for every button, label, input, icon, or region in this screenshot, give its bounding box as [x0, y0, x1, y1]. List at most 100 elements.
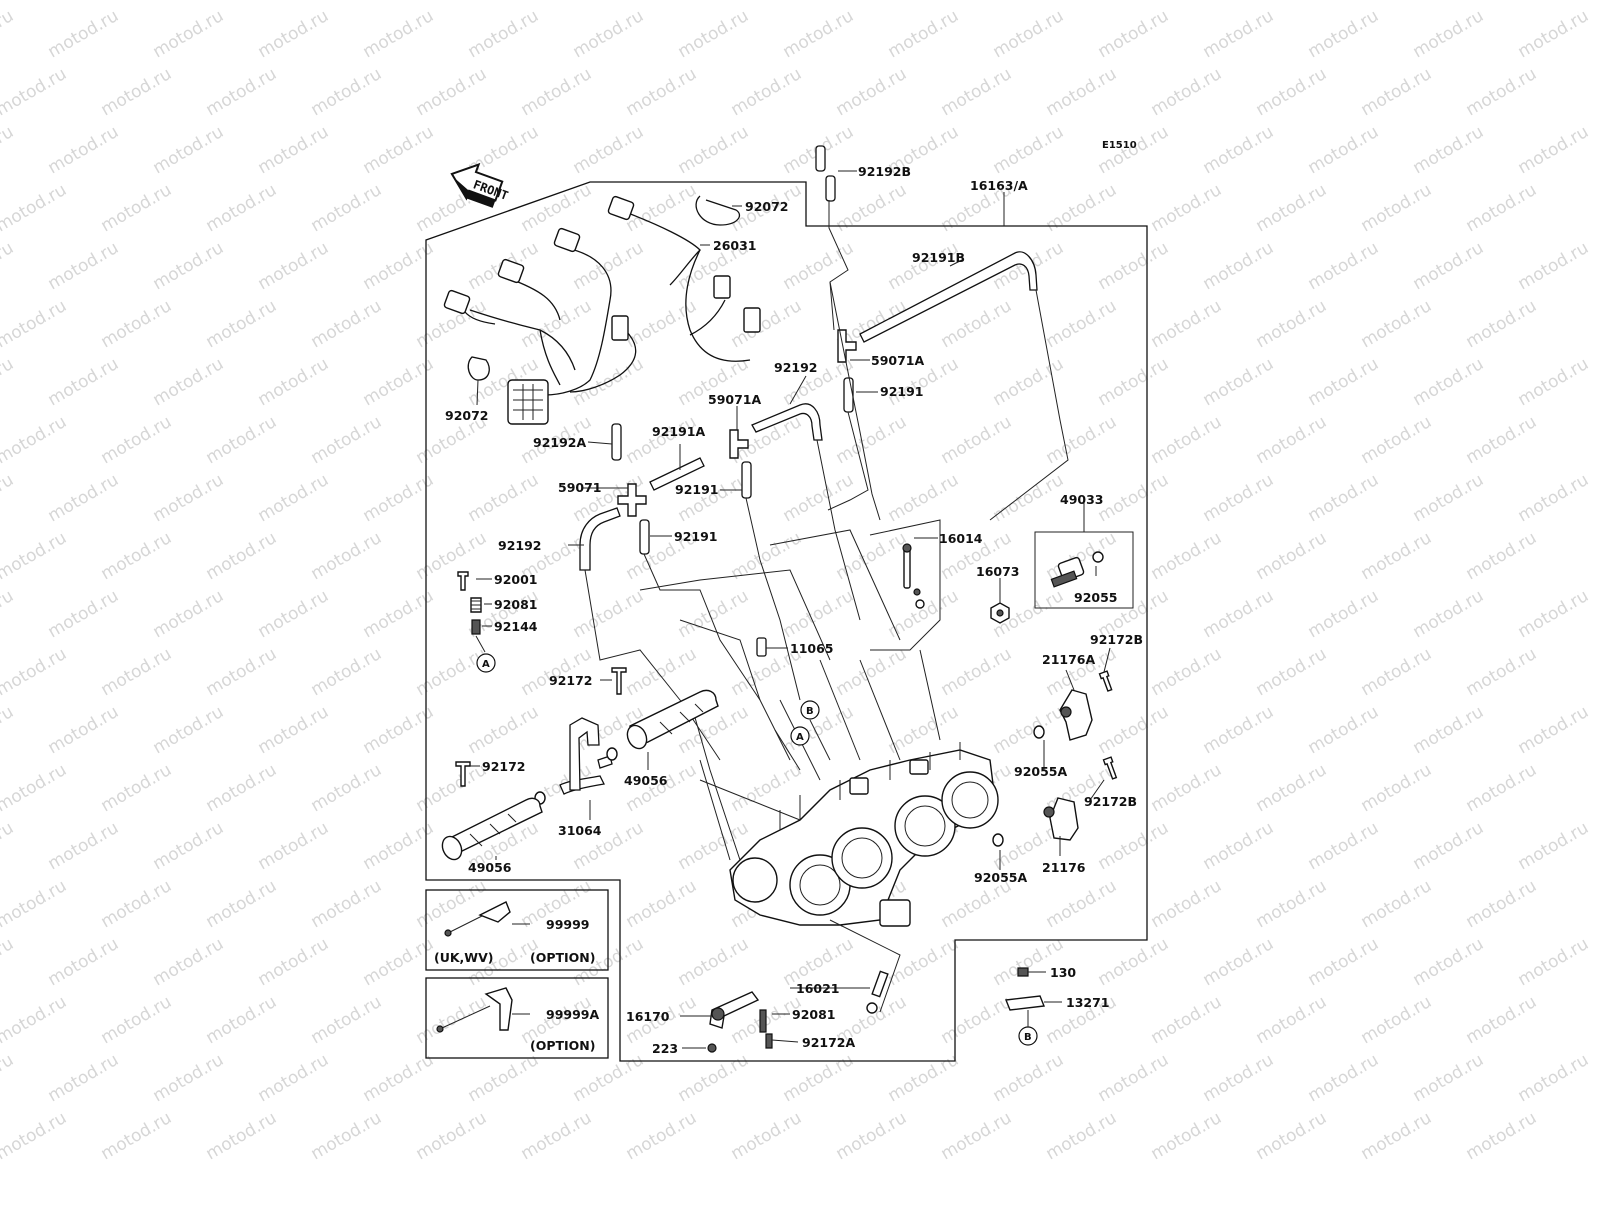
watermark: motod.ru [1410, 934, 1488, 990]
label-49056-low: 49056 [468, 860, 512, 875]
watermark: motod.ru [1515, 122, 1593, 178]
watermark: motod.ru [98, 760, 176, 816]
watermark: motod.ru [413, 528, 491, 584]
watermark: motod.ru [1410, 702, 1488, 758]
watermark: motod.ru [1358, 180, 1436, 236]
watermark: motod.ru [1200, 354, 1278, 410]
watermark: motod.ru [1463, 296, 1541, 352]
watermark: motod.ru [98, 992, 176, 1048]
watermark: motod.ru [98, 64, 176, 120]
watermark: motod.ru [1253, 1108, 1331, 1164]
watermark: motod.ru [413, 64, 491, 120]
watermark: motod.ru [150, 238, 228, 294]
watermark: motod.ru [1043, 528, 1121, 584]
clamp-92072-top [695, 195, 741, 226]
wiring-harness [443, 195, 761, 425]
watermark: motod.ru [98, 528, 176, 584]
watermark: motod.ru [1200, 6, 1278, 62]
watermark: motod.ru [1095, 470, 1173, 526]
watermark: motod.ru [1358, 412, 1436, 468]
watermark: motod.ru [0, 1050, 17, 1106]
watermark: motod.ru [0, 354, 17, 410]
watermark: motod.ru [308, 64, 386, 120]
watermark: motod.ru [990, 354, 1068, 410]
label-92191B: 92191B [912, 250, 965, 265]
watermark: motod.ru [1095, 238, 1173, 294]
watermark: motod.ru [1200, 1050, 1278, 1106]
watermark: motod.ru [623, 644, 701, 700]
watermark: motod.ru [413, 760, 491, 816]
watermark: motod.ru [1358, 992, 1436, 1048]
watermark: motod.ru [1463, 528, 1541, 584]
watermark: motod.ru [413, 1108, 491, 1164]
watermark: motod.ru [570, 122, 648, 178]
watermark: motod.ru [1148, 876, 1226, 932]
watermark: motod.ru [1200, 586, 1278, 642]
sensor-16021 [866, 970, 889, 1014]
watermark: motod.ru [0, 818, 17, 874]
label-49056-mid: 49056 [624, 773, 668, 788]
watermark: motod.ru [518, 180, 596, 236]
watermark: motod.ru [1043, 412, 1121, 468]
assembly-frame [425, 181, 1148, 1062]
watermark: motod.ru [1410, 586, 1488, 642]
watermark: motod.ru [255, 586, 333, 642]
label-21176A: 21176A [1042, 652, 1095, 667]
watermark: motod.ru [413, 644, 491, 700]
watermark: motod.ru [1095, 354, 1173, 410]
label-13271: 13271 [1066, 995, 1110, 1010]
watermark: motod.ru [203, 760, 281, 816]
watermark: motod.ru [1253, 296, 1331, 352]
watermark: motod.ru [1253, 876, 1331, 932]
watermark: motod.ru [465, 470, 543, 526]
watermark: motod.ru [150, 6, 228, 62]
watermark: motod.ru [1148, 1108, 1226, 1164]
watermark: motod.ru [1200, 238, 1278, 294]
watermark: motod.ru [1358, 760, 1436, 816]
label-59071A-top: 59071A [871, 353, 924, 368]
main-connector [507, 379, 549, 425]
watermark: motod.ru [990, 6, 1068, 62]
watermark: motod.ru [518, 64, 596, 120]
watermark: motod.ru [255, 238, 333, 294]
callout-A-mid: A [790, 726, 810, 746]
callout-A-left: A [476, 653, 496, 673]
watermark: motod.ru [1515, 354, 1593, 410]
watermark: motod.ru [1410, 818, 1488, 874]
fuel-pipe-31064 [534, 717, 618, 805]
watermark: motod.ru [623, 412, 701, 468]
watermark: motod.ru [1515, 238, 1593, 294]
watermark: motod.ru [1095, 1050, 1173, 1106]
watermark: motod.ru [1515, 702, 1593, 758]
watermark: motod.ru [308, 180, 386, 236]
watermark: motod.ru [1305, 586, 1383, 642]
watermark: motod.ru [1148, 64, 1226, 120]
screw-92172-mid [611, 667, 627, 695]
label-92191-low: 92191 [674, 529, 718, 544]
watermark: motod.ru [0, 122, 17, 178]
watermark: motod.ru [255, 6, 333, 62]
watermark: motod.ru [0, 702, 17, 758]
label-16163A: 16163/A [970, 178, 1028, 193]
watermark: motod.ru [1253, 760, 1331, 816]
watermark: motod.ru [1358, 528, 1436, 584]
watermark: motod.ru [1148, 644, 1226, 700]
watermark: motod.ru [45, 818, 123, 874]
watermark: motod.ru [990, 122, 1068, 178]
watermark: motod.ru [990, 702, 1068, 758]
watermark: motod.ru [938, 992, 1016, 1048]
label-92172A: 92172A [802, 1035, 855, 1050]
watermark: motod.ru [1200, 470, 1278, 526]
watermark: motod.ru [1148, 528, 1226, 584]
watermark: motod.ru [0, 6, 17, 62]
watermark: motod.ru [0, 528, 70, 584]
watermark: motod.ru [518, 296, 596, 352]
label-92055A-top: 92055A [1014, 764, 1067, 779]
watermark: motod.ru [1515, 470, 1593, 526]
watermark: motod.ru [1463, 412, 1541, 468]
watermark: motod.ru [675, 122, 753, 178]
watermark: motod.ru [1410, 470, 1488, 526]
watermark: motod.ru [1253, 528, 1331, 584]
watermark: motod.ru [0, 586, 17, 642]
watermark: motod.ru [0, 238, 17, 294]
